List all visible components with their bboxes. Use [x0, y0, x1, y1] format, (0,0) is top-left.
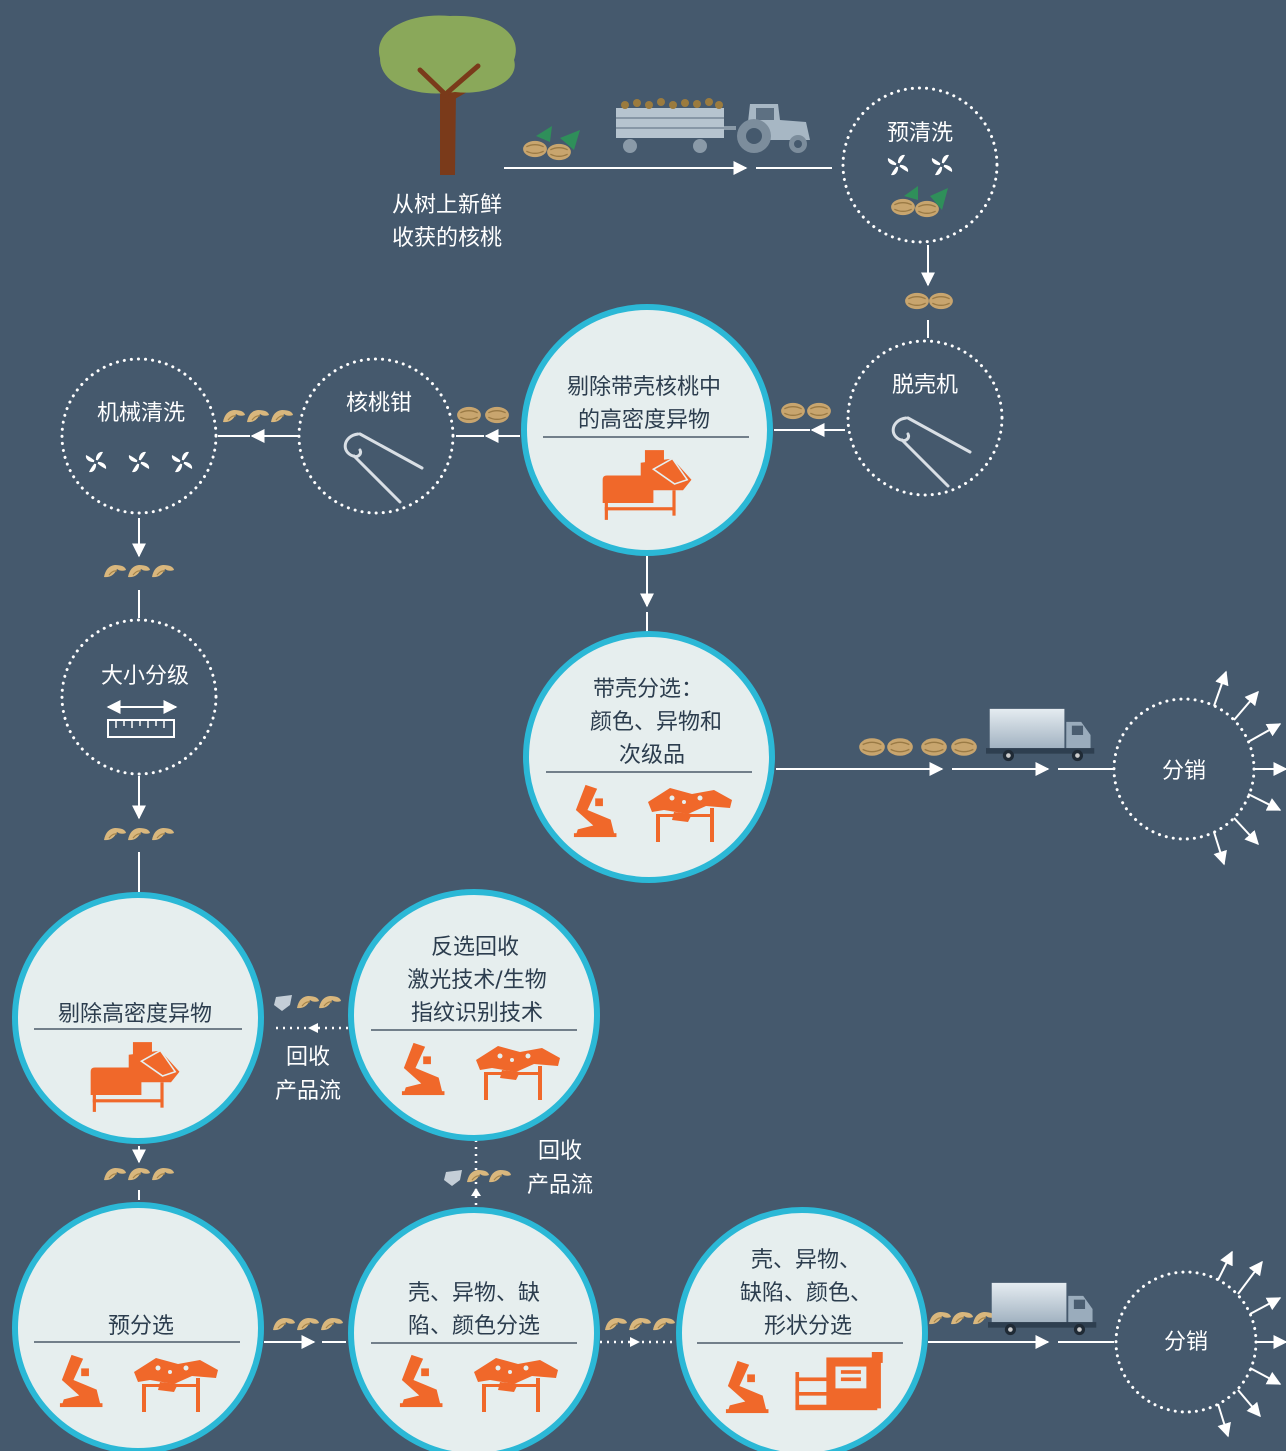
size-grade-label: 大小分级: [101, 664, 189, 689]
remove-in-shell-label-line1: 剔除带壳核桃中: [567, 375, 721, 400]
reject-recovery-label-line2: 激光技术/生物: [407, 968, 546, 993]
preclean-label: 预清洗: [887, 121, 953, 146]
huller-node: [846, 339, 1004, 497]
walnut-icon: [780, 402, 806, 420]
inshell-sort-label-line3: 次级品: [619, 743, 685, 768]
walnut-icon: [456, 406, 482, 424]
fan-icon: [931, 154, 953, 176]
distribution-label-1: 分销: [1162, 759, 1206, 784]
walnut-icon: [904, 292, 930, 310]
reject-recovery-label-line1: 反选回收: [431, 935, 519, 960]
fan-icon: [85, 451, 107, 473]
kernel-icon: [928, 1311, 996, 1325]
tree-icon: [378, 15, 516, 175]
shell-sort-node: [348, 1207, 600, 1451]
remove-in-shell-label-line2: 的高密度异物: [578, 408, 710, 433]
cracker-node: [297, 357, 455, 515]
kernel-icon: [604, 1317, 676, 1331]
harvest-walnuts: [522, 126, 580, 161]
kernel-icon: [103, 564, 175, 578]
fan-icon: [887, 154, 909, 176]
inshell-sort-label-line2: 颜色、异物和: [590, 710, 722, 735]
tractor-icon: [616, 98, 810, 153]
walnut-icon: [890, 186, 948, 218]
flow-connectors: [132, 161, 1114, 1349]
ruler-icon: [106, 700, 178, 738]
pre-sort-label: 预分选: [108, 1314, 174, 1339]
size-grade-node: [60, 618, 218, 776]
recycle-label-1-line1: 回收: [286, 1045, 330, 1070]
kernel-icon: [296, 995, 342, 1009]
final-sort-label-line2: 缺陷、颜色、: [740, 1281, 872, 1306]
distribution-rays-2: [1217, 1250, 1286, 1438]
mech-clean-label: 机械清洗: [97, 401, 185, 426]
walnut-icon: [928, 292, 954, 310]
remove-dense-label: 剔除高密度异物: [58, 1002, 212, 1027]
shell-sort-label-line2: 陷、颜色分选: [408, 1314, 540, 1339]
distribution-rays-1: [1213, 670, 1286, 866]
shell-sort-label-line1: 壳、异物、缺: [408, 1281, 540, 1306]
cracker-tool-icon: [891, 416, 972, 488]
remove-in-shell-node: [521, 304, 773, 556]
shell-fragment-icon: [274, 995, 292, 1011]
kernel-icon: [103, 1167, 175, 1181]
shell-fragment-icon: [444, 1170, 462, 1186]
kernel-icon: [103, 827, 175, 841]
final-sort-label-line1: 壳、异物、: [751, 1248, 861, 1273]
cracker-tool-icon: [343, 432, 424, 504]
reject-recovery-node: [348, 889, 600, 1141]
remove-dense-node: [12, 892, 264, 1144]
kernel-icon: [466, 1169, 512, 1183]
final-sort-label-line3: 形状分选: [764, 1314, 852, 1339]
recycle-label-1-line2: 产品流: [275, 1079, 341, 1104]
truck-icon: [986, 708, 1095, 762]
recycle-connectors: [272, 1026, 676, 1344]
mech-clean-node: [60, 357, 218, 515]
preclean-node: [841, 86, 999, 244]
walnut-icon: [858, 737, 978, 757]
cracker-label: 核桃钳: [346, 391, 412, 416]
harvest-label-line2: 收获的核桃: [392, 226, 502, 251]
recycle-arrowheads: [308, 1023, 640, 1347]
reject-recovery-label-line3: 指纹识别技术: [411, 1001, 543, 1026]
harvest-label-line1: 从树上新鲜: [392, 193, 502, 218]
fan-icon: [128, 451, 150, 473]
recycle-label-2-line2: 产品流: [527, 1173, 593, 1198]
walnut-icon: [484, 406, 510, 424]
kernel-icon: [222, 409, 294, 423]
walnut-icon: [806, 402, 832, 420]
huller-label: 脱壳机: [892, 373, 958, 398]
recycle-label-2-line1: 回收: [538, 1139, 582, 1164]
kernel-icon: [272, 1317, 344, 1331]
truck-icon: [988, 1282, 1097, 1336]
inshell-sort-label-line1: 带壳分选：: [593, 677, 703, 702]
fan-icon: [171, 451, 193, 473]
distribution-label-2: 分销: [1164, 1330, 1208, 1355]
